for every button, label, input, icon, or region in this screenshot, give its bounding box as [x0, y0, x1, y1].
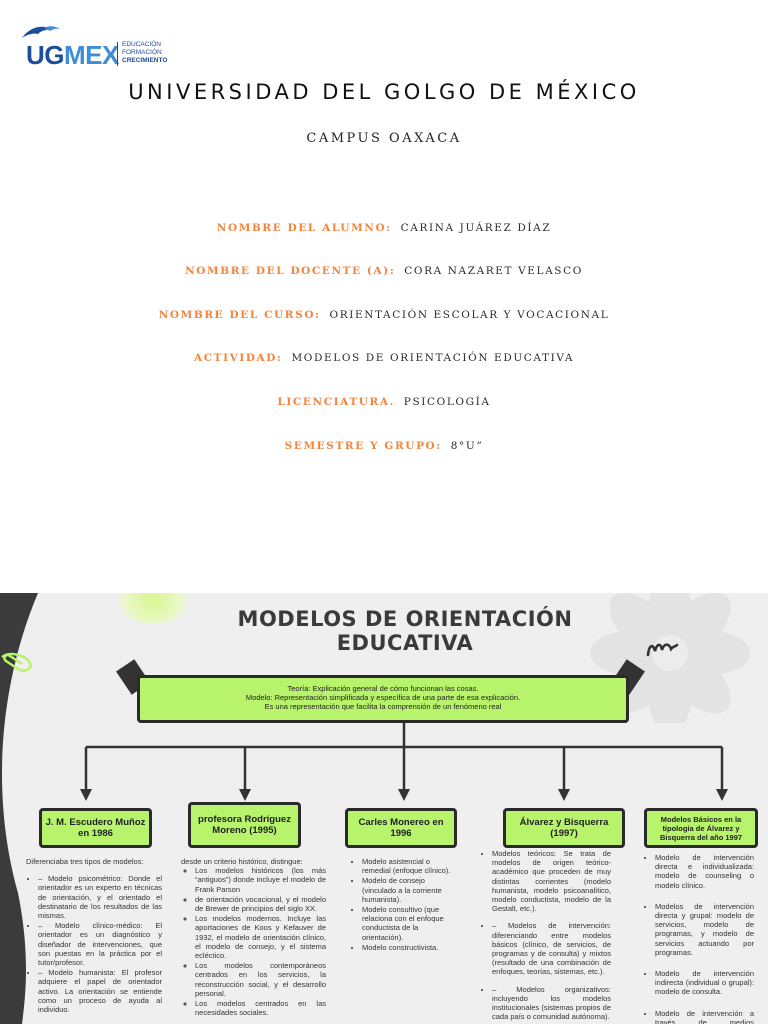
field-value: ORIENTACIÓN ESCOLAR Y VOCACIONAL [329, 309, 610, 321]
list-item: Los modelos históricos (los más “antiguo… [195, 866, 326, 894]
column-intro: Diferenciaba tres tipos de modelos: [26, 857, 144, 866]
model-heading-basic-models: Modelos Básicos en la tipología de Álvar… [644, 808, 758, 848]
student-name-line: NOMBRE DEL ALUMNO: CARINA JUÁREZ DÍAZ [0, 222, 768, 234]
concept-map-slide: MODELOS DE ORIENTACIÓN EDUCATIVA Teoría:… [0, 593, 768, 1024]
list-item: Modelo de intervención directa e individ… [655, 853, 754, 890]
basic-models-column: Modelo de intervención directa e individ… [643, 853, 754, 1024]
rodriguez-column: desde un criterio histórico, distingue: … [181, 857, 326, 1018]
field-value: PSICOLOGÍA [403, 396, 491, 408]
slide-title: MODELOS DE ORIENTACIÓN EDUCATIVA [237, 607, 573, 655]
squiggle-icon [646, 643, 679, 657]
list-item: – Modelos organizativos: incluyendo los … [492, 985, 611, 1022]
logo-divider [117, 42, 118, 66]
list-item: Modelo asistencial o remedial (enfoque c… [362, 857, 454, 875]
list-item: Modelo de consejo (vinculado a la corrie… [362, 876, 454, 904]
campus-name: CAMPUS OAXACA [306, 131, 462, 146]
list-item: – Modelos de intervención: diferenciando… [492, 921, 611, 976]
field-value: MODELOS DE ORIENTACIÓN EDUCATIVA [291, 352, 575, 364]
list-item: Modelos teóricos: Se trata de modelos de… [492, 849, 611, 913]
field-value: CORA NAZARET VELASCO [404, 265, 583, 277]
list-item: Modelo de intervención indirecta (indivi… [655, 969, 754, 997]
university-title: UNIVERSIDAD DEL GOLGO DE MÉXICO [128, 80, 640, 104]
model-heading-alvarez-bisquerra: Álvarez y Bisquerra (1997) [503, 808, 625, 848]
alvarez-bisquerra-column: Modelos teóricos: Se trata de modelos de… [480, 849, 611, 1022]
list-item: Modelo constructivista. [362, 943, 454, 952]
university-logo: UGMEX EDUCACIÓN FORMACIÓN CRECIMIENTO [18, 24, 178, 70]
logo-tagline: EDUCACIÓN FORMACIÓN CRECIMIENTO [122, 41, 168, 64]
monereo-column: Modelo asistencial o remedial (enfoque c… [350, 857, 454, 953]
course-name-line: NOMBRE DEL CURSO: ORIENTACIÓN ESCOLAR Y … [0, 309, 768, 321]
field-label: ACTIVIDAD: [193, 352, 283, 364]
escudero-column: Diferenciaba tres tipos de modelos: – Mo… [26, 857, 162, 1015]
degree-line: LICENCIATURA. PSICOLOGÍA [0, 396, 768, 408]
theory-definition-box: Teoría: Explicación general de cómo func… [137, 675, 629, 723]
field-label: NOMBRE DEL CURSO: [158, 309, 321, 321]
field-value: CARINA JUÁREZ DÍAZ [400, 222, 552, 234]
list-item: Los modelos centrados en las necesidades… [195, 999, 326, 1017]
model-heading-monereo: Carles Monereo en 1996 [345, 808, 457, 848]
field-label: LICENCIATURA. [277, 396, 395, 408]
list-item: Los modelos modernos. Incluye las aporta… [195, 914, 326, 960]
teacher-name-line: NOMBRE DEL DOCENTE (A): CORA NAZARET VEL… [0, 265, 768, 277]
activity-line: ACTIVIDAD: MODELOS DE ORIENTACIÓN EDUCAT… [0, 352, 768, 364]
field-value: 8°U” [450, 440, 484, 452]
list-item: Los modelos contemporáneos centrados en … [195, 961, 326, 998]
model-heading-escudero: J. M. Escudero Muñoz en 1986 [39, 808, 152, 848]
branch-arrows [80, 723, 728, 801]
semester-group-line: SEMESTRE Y GRUPO: 8°U” [0, 440, 768, 452]
column-intro: desde un criterio histórico, distingue: [181, 857, 303, 866]
list-item: – Modelo humanista: El profesor adquiere… [38, 968, 162, 1014]
list-item: Modelos de intervención directa y grupal… [655, 902, 754, 957]
list-item: – Modelo clínico-médico: El orientador e… [38, 921, 162, 967]
list-item: Modelo consultivo (que relaciona con el … [362, 905, 454, 942]
list-item: de orientación vocacional, y el modelo d… [195, 895, 326, 913]
dark-curve-decoration [0, 593, 38, 1024]
list-item: Modelo de intervención a través de medio… [655, 1009, 754, 1024]
logo-wordmark: UGMEX [26, 40, 119, 70]
field-label: NOMBRE DEL ALUMNO: [216, 222, 392, 234]
paperclip-icon [1, 652, 32, 672]
field-label: SEMESTRE Y GRUPO: [284, 440, 442, 452]
field-label: NOMBRE DEL DOCENTE (A): [185, 265, 396, 277]
model-heading-rodriguez: profesora Rodríguez Moreno (1995) [188, 802, 301, 848]
list-item: – Modelo psicométrico: Donde el orientad… [38, 874, 162, 920]
dolphin-bird-logo-icon [22, 26, 60, 38]
green-glow-decoration [112, 593, 194, 623]
